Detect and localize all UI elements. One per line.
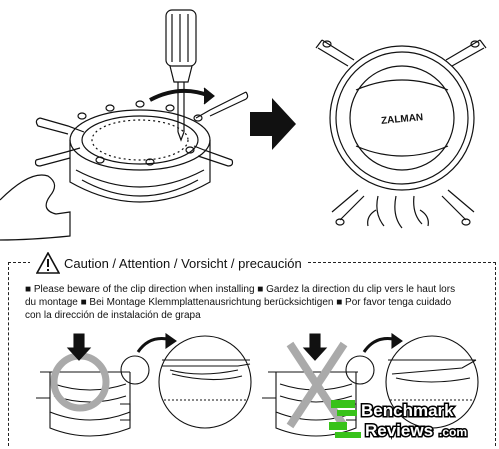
correct-installation	[36, 355, 150, 437]
mounting-bracket	[34, 91, 249, 167]
screwdriver-icon	[165, 9, 197, 142]
installation-figure: ZALMAN	[0, 9, 487, 241]
wrong-cross-icon	[286, 341, 348, 429]
caution-title: Caution / Attention / Vorsicht / precauc…	[64, 255, 302, 271]
svg-text:Benchmark: Benchmark	[361, 401, 454, 420]
pump-assembled	[315, 39, 487, 229]
down-arrow-icon	[66, 333, 92, 361]
detail-circle	[120, 355, 150, 385]
brand-logo: ZALMAN	[381, 112, 424, 127]
warning-icon	[36, 252, 60, 274]
watermark: Benchmark Reviews .com	[329, 398, 489, 447]
svg-text:Reviews: Reviews	[365, 421, 433, 440]
caution-header: Caution / Attention / Vorsicht / precauc…	[30, 252, 308, 274]
svg-text:.com: .com	[439, 425, 467, 439]
caution-text: ■ Please beware of the clip direction wh…	[25, 283, 483, 322]
pump-body-left	[69, 100, 211, 203]
hand-left	[0, 174, 71, 241]
caution-line: du montage ■ Bei Montage Klemmplattenaus…	[25, 297, 452, 308]
rotate-arrow-icon	[149, 88, 211, 102]
caution-line: con la dirección de instalación de grapa	[25, 310, 201, 321]
caution-line: ■ Please beware of the clip direction wh…	[25, 284, 456, 295]
watermark-logo: Benchmark Reviews .com	[329, 400, 469, 442]
clip-detail-correct	[158, 335, 252, 429]
ok-circle-icon	[50, 352, 110, 412]
clip-detail-incorrect	[385, 335, 479, 429]
right-arrow-icon	[250, 98, 296, 150]
